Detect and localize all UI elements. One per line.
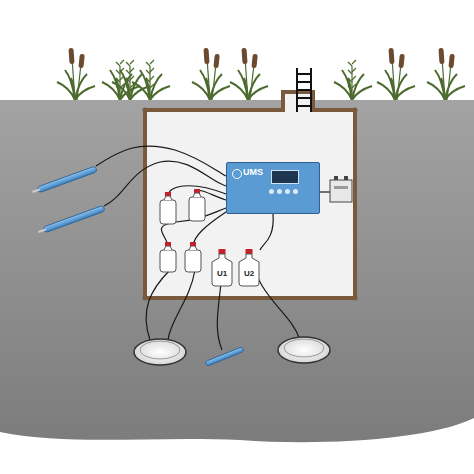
reed bbox=[132, 60, 170, 100]
bottle-label: U1 bbox=[217, 270, 227, 278]
logger-key bbox=[277, 189, 282, 194]
station-pit bbox=[145, 92, 355, 298]
reed-plants bbox=[57, 48, 465, 100]
bottle-outline bbox=[211, 250, 233, 286]
reed bbox=[377, 48, 415, 100]
corner-bolts bbox=[143, 108, 358, 301]
sample-bottle: U1 bbox=[211, 250, 233, 286]
logger-screen bbox=[271, 170, 299, 184]
moisture-probes bbox=[31, 166, 244, 366]
cables bbox=[96, 146, 330, 350]
reed bbox=[334, 60, 372, 100]
reed bbox=[192, 48, 230, 100]
reed bbox=[230, 48, 268, 100]
logger-key bbox=[285, 189, 290, 194]
suction-plates bbox=[134, 337, 330, 365]
reed bbox=[57, 48, 95, 100]
sample-bottles bbox=[160, 189, 205, 272]
ladder bbox=[297, 68, 311, 112]
sample-bottle: U2 bbox=[238, 250, 260, 286]
logger-key bbox=[269, 189, 274, 194]
reed bbox=[102, 60, 140, 100]
battery bbox=[330, 176, 352, 202]
bottle-outline bbox=[238, 250, 260, 286]
data-logger: UMS bbox=[226, 162, 320, 214]
logger-logo bbox=[232, 169, 242, 179]
bottle-label: U2 bbox=[244, 270, 254, 278]
reed bbox=[427, 48, 465, 100]
logger-key bbox=[293, 189, 298, 194]
logger-brand: UMS bbox=[243, 168, 263, 177]
